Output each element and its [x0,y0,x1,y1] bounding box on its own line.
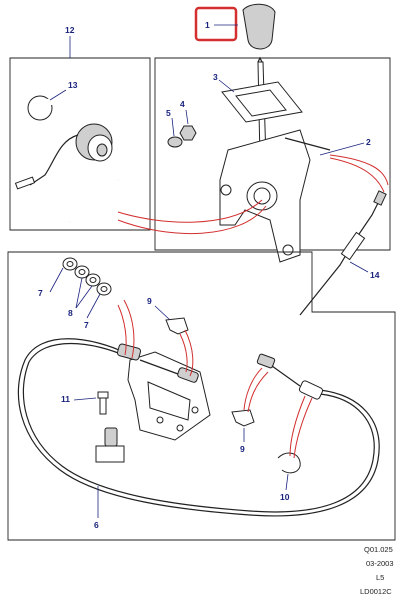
hose-part [69,175,119,223]
leader-7b [86,293,101,319]
callout-8[interactable]: 8 [68,308,73,318]
callout-3[interactable]: 3 [213,72,218,82]
clip-9a-part [165,317,189,335]
callout-4[interactable]: 4 [180,99,185,109]
leader-10 [285,473,289,491]
callout-7a[interactable]: 7 [38,288,43,298]
clip-9b-part [231,409,255,427]
cable-panel-outline [7,251,396,541]
redline-boot-to-housing [117,199,263,223]
leader-4 [185,109,189,125]
clip-10-part [277,452,301,474]
leader-13 [49,89,67,101]
callout-12[interactable]: 12 [65,25,75,35]
callout-5[interactable]: 5 [166,108,171,118]
leader-5 [171,117,175,137]
leader-9a [154,305,171,321]
callout-1[interactable]: 1 [205,20,210,30]
footer-level: L5 [376,573,384,582]
footer-drawing-id: LD0012C [360,587,392,596]
callout-11[interactable]: 11 [61,394,70,404]
leader-3 [218,79,235,93]
callout-2[interactable]: 2 [366,137,371,147]
callout-14[interactable]: 14 [370,270,380,280]
callout-7b[interactable]: 7 [84,320,89,330]
callout-6[interactable]: 6 [94,520,99,530]
lever-panel-outline [154,57,391,251]
knob-highlight-box [194,6,238,42]
selector-cable-part [17,338,380,517]
footer-date: 03-2003 [366,559,394,568]
nut-part [179,125,197,141]
callout-10[interactable]: 10 [280,492,290,502]
callout-9a[interactable]: 9 [147,296,152,306]
leader-14 [349,261,369,273]
washer-part [167,136,183,148]
gear-knob-part [242,3,276,50]
leader-11 [73,397,97,401]
bolt-part [97,391,109,399]
leader-2 [319,142,365,156]
callout-9b[interactable]: 9 [240,444,245,454]
leader-7a [49,267,64,293]
callout-13[interactable]: 13 [68,80,78,90]
footer-ref: Q01.025 [364,545,393,554]
redline-bracket [117,304,127,356]
